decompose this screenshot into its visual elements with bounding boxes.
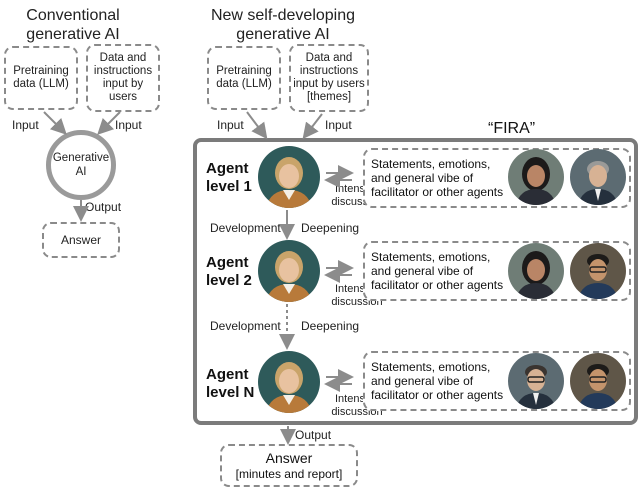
conventional-output-label: Output [85, 200, 122, 214]
agent-level-1-portrait [258, 146, 320, 208]
agent-level-2-label: Agent level 2 [206, 254, 252, 289]
participant-1b-portrait [570, 149, 626, 205]
transition-2-development: Development [210, 319, 281, 333]
conventional-input-arrow-2 [97, 111, 121, 135]
self-developing-title: New self-developing generative AI [210, 7, 356, 43]
participant-2a-portrait [508, 243, 564, 299]
agent-level-2-statement: Statements, emotions, and general vibe o… [371, 250, 504, 292]
conventional-title: Conventional generative AI [26, 7, 120, 43]
self-developing-output-label: Output [295, 428, 332, 442]
conventional-input-arrow-1 [43, 111, 67, 135]
answer-subtitle: [minutes and report] [235, 466, 343, 481]
conventional-instructions-box: Data and instructions input by users [86, 44, 160, 112]
participant-portrait-icon [570, 149, 626, 205]
agent-level-2-portrait [258, 240, 320, 302]
participant-portrait-icon [570, 243, 626, 299]
fira-container [193, 138, 638, 425]
conventional-pretraining-box: Pretraining data (LLM) [4, 46, 78, 110]
self-developing-instructions-box: Data and instructions input by users [th… [289, 44, 369, 112]
transition-2-deepening: Deepening [301, 319, 360, 333]
transition-1-deepening: Deepening [301, 221, 360, 235]
agent-level-n-statement: Statements, emotions, and general vibe o… [371, 360, 504, 402]
agent-portrait-icon [258, 146, 320, 208]
fira-title: “FIRA” [488, 120, 536, 137]
conventional-input-label-1: Input [12, 118, 39, 132]
generative-ai-node: Generative AI [46, 130, 116, 200]
self-developing-pretraining-box: Pretraining data (LLM) [207, 46, 281, 110]
self-developing-answer-box: Answer [minutes and report] [220, 444, 358, 487]
self-developing-input-arrow-2 [302, 113, 323, 140]
agent-portrait-icon [258, 351, 320, 413]
participant-portrait-icon [508, 353, 564, 409]
agent-portrait-icon [258, 240, 320, 302]
participant-portrait-icon [508, 149, 564, 205]
self-developing-input-label-2: Input [325, 118, 352, 132]
conventional-input-label-2: Input [115, 118, 142, 132]
agent-level-n-portrait [258, 351, 320, 413]
participant-nb-portrait [570, 353, 626, 409]
agent-level-n-label: Agent level N [206, 366, 255, 401]
participant-portrait-icon [508, 243, 564, 299]
participant-na-portrait [508, 353, 564, 409]
self-developing-input-label-1: Input [217, 118, 244, 132]
conventional-answer-box: Answer [42, 222, 120, 258]
agent-level-1-statement: Statements, emotions, and general vibe o… [371, 157, 504, 199]
agent-level-1-label: Agent level 1 [206, 160, 252, 195]
answer-title: Answer [265, 449, 313, 466]
participant-2b-portrait [570, 243, 626, 299]
transition-1-development: Development [210, 221, 281, 235]
participant-portrait-icon [570, 353, 626, 409]
participant-1a-portrait [508, 149, 564, 205]
self-developing-input-arrow-1 [246, 111, 268, 140]
